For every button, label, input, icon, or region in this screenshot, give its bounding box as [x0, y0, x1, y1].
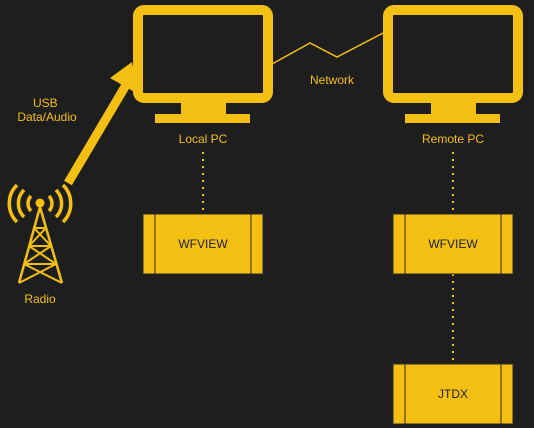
usb-label-line2: Data/Audio [17, 110, 77, 124]
wfview-remote-box: WFVIEW [392, 213, 514, 275]
wfview-remote-label: WFVIEW [428, 237, 478, 251]
jtdx-label: JTDX [438, 387, 468, 401]
wfview-local-label: WFVIEW [178, 237, 228, 251]
usb-arrow [64, 62, 138, 186]
usb-label: USB Data/Audio [17, 96, 77, 124]
wfview-local-box: WFVIEW [142, 213, 264, 275]
network-label: Network [310, 73, 355, 87]
usb-label-line1: USB [33, 96, 58, 110]
remote-pc-monitor-icon [383, 5, 523, 123]
jtdx-box: JTDX [392, 363, 514, 425]
network-link [271, 31, 386, 65]
radio-label: Radio [24, 292, 56, 306]
remote-pc-label: Remote PC [422, 132, 484, 146]
local-pc-label: Local PC [179, 132, 228, 146]
radio-tower-icon [7, 183, 73, 284]
local-pc-monitor-icon [133, 5, 273, 123]
